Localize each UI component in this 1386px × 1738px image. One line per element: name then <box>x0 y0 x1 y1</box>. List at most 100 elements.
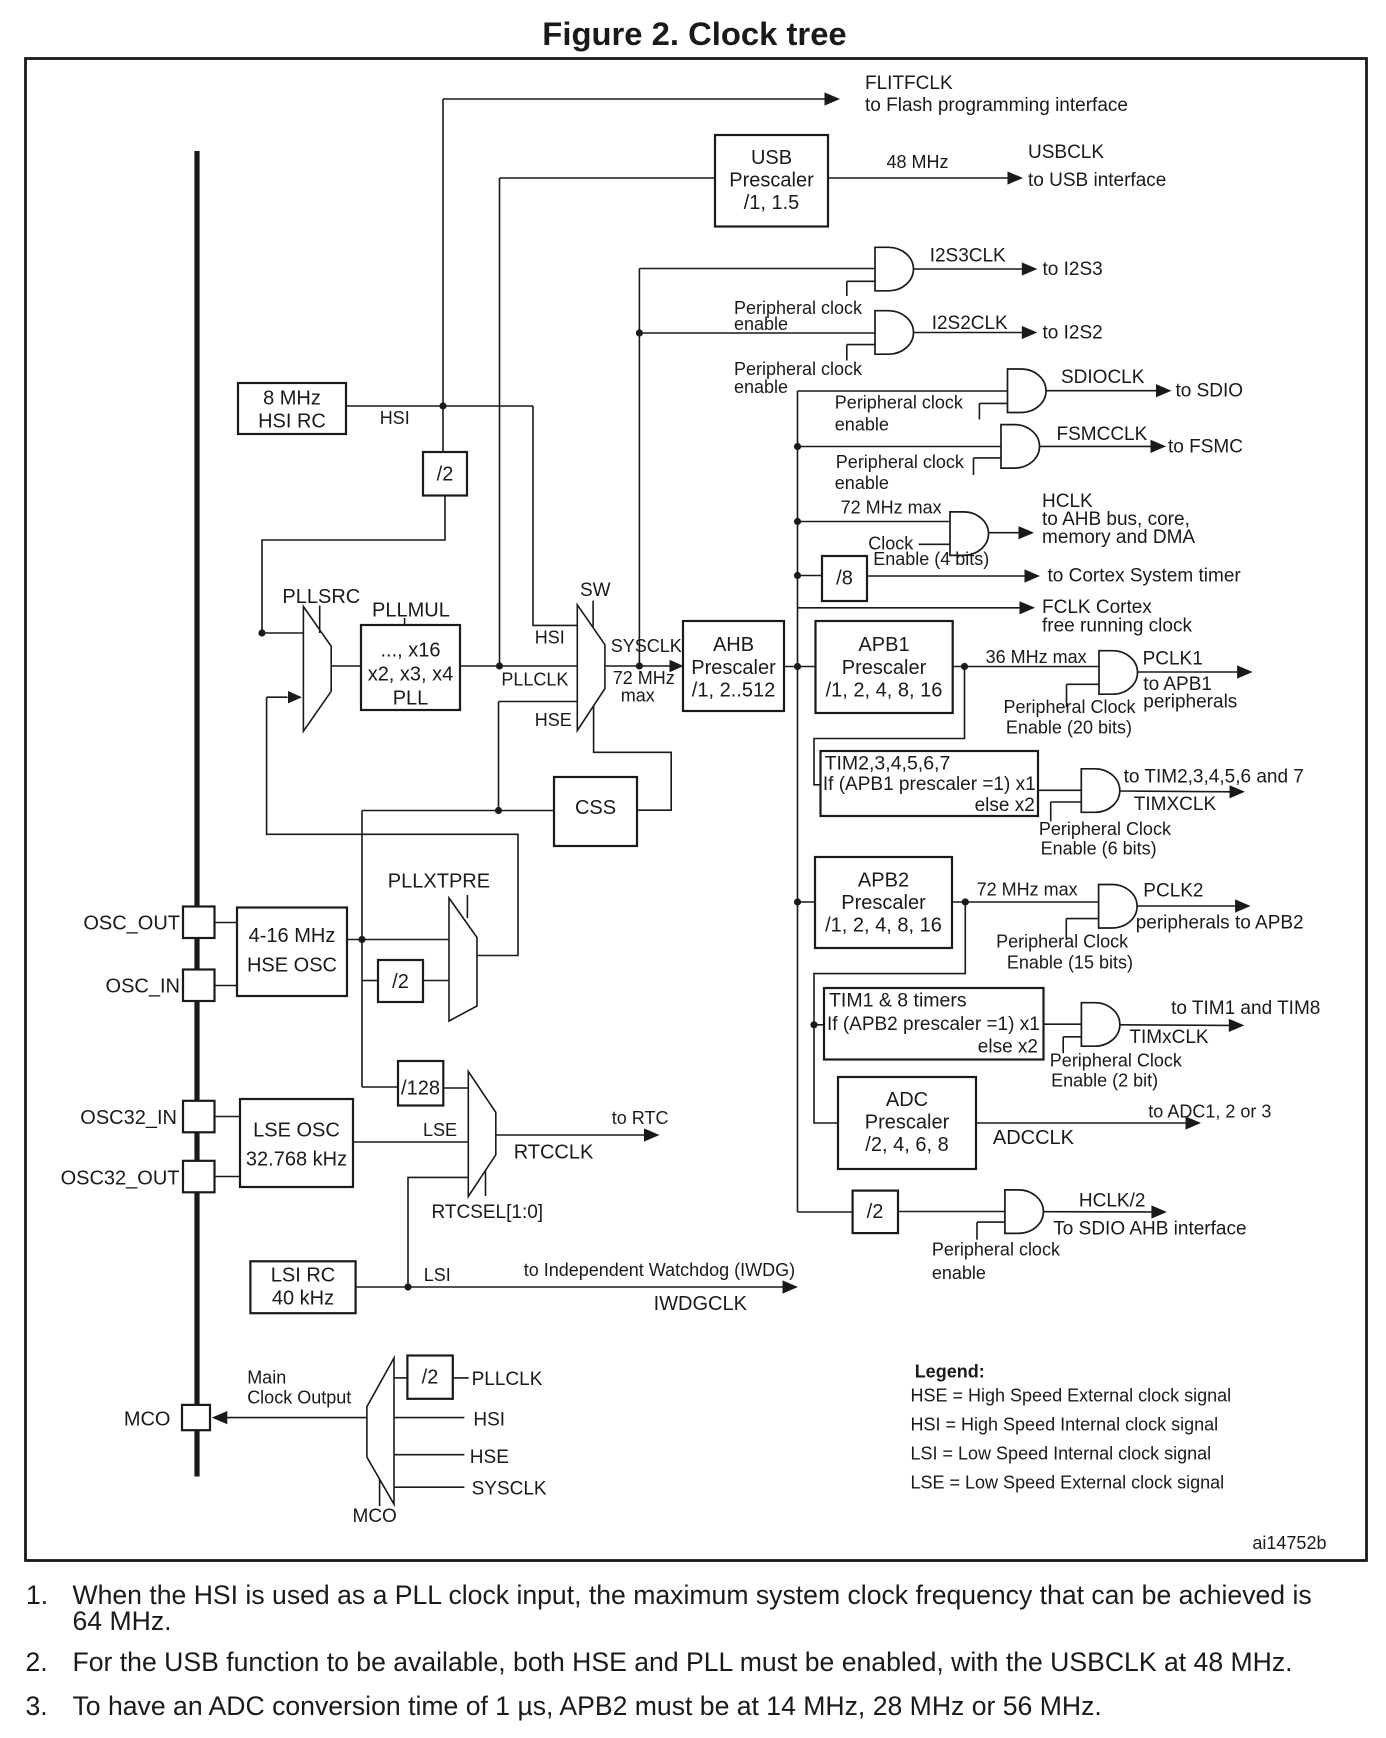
svg-text:peripherals: peripherals <box>1143 692 1237 713</box>
svg-text:Enable (15 bits): Enable (15 bits) <box>1007 953 1133 973</box>
svg-text:HSI RC: HSI RC <box>258 411 326 433</box>
svg-text:ADCCLK: ADCCLK <box>993 1127 1075 1149</box>
svg-text:free running clock: free running clock <box>1042 616 1192 637</box>
svg-text:to I2S3: to I2S3 <box>1043 259 1103 280</box>
svg-text:PLLSRC: PLLSRC <box>282 586 360 608</box>
svg-text:else x2: else x2 <box>978 1037 1038 1058</box>
svg-text:RTCSEL[1:0]: RTCSEL[1:0] <box>432 1202 544 1223</box>
svg-text:to Independent Watchdog (IWDG): to Independent Watchdog (IWDG) <box>524 1260 795 1280</box>
svg-text:LSI: LSI <box>424 1265 451 1285</box>
svg-text:FLITFCLK: FLITFCLK <box>865 73 953 94</box>
svg-text:/2, 4, 6, 8: /2, 4, 6, 8 <box>865 1134 948 1156</box>
svg-text:enable: enable <box>932 1263 986 1283</box>
svg-text:Main: Main <box>247 1368 286 1388</box>
svg-text:SYSCLK: SYSCLK <box>611 636 682 656</box>
svg-text:Peripheral clock: Peripheral clock <box>836 452 965 472</box>
svg-text:Peripheral Clock: Peripheral Clock <box>1050 1051 1183 1071</box>
svg-text:48 MHz: 48 MHz <box>887 152 949 172</box>
svg-text:Peripheral clock: Peripheral clock <box>835 393 964 413</box>
svg-text:Prescaler: Prescaler <box>841 892 926 914</box>
svg-text:CSS: CSS <box>575 797 616 819</box>
svg-text:3.: 3. <box>26 1691 48 1721</box>
svg-text:/2: /2 <box>392 971 409 993</box>
svg-text:APB2: APB2 <box>858 870 909 892</box>
svg-text:to RTC: to RTC <box>612 1108 669 1128</box>
svg-text:SDIOCLK: SDIOCLK <box>1061 367 1145 388</box>
svg-text:HSE = High Speed External cloc: HSE = High Speed External clock signal <box>911 1386 1232 1406</box>
svg-text:to ADC1, 2 or 3: to ADC1, 2 or 3 <box>1148 1102 1271 1122</box>
svg-text:40 kHz: 40 kHz <box>272 1288 334 1310</box>
svg-text:MCO: MCO <box>124 1409 171 1431</box>
svg-text:AHB: AHB <box>713 634 754 656</box>
svg-text:enable: enable <box>734 377 788 397</box>
svg-text:/2: /2 <box>437 464 454 486</box>
svg-text:Enable (2 bit): Enable (2 bit) <box>1051 1071 1158 1091</box>
svg-text:APB1: APB1 <box>858 634 909 656</box>
svg-text:Prescaler: Prescaler <box>691 657 776 679</box>
svg-text:enable: enable <box>734 314 788 334</box>
svg-text:/2: /2 <box>422 1367 439 1389</box>
svg-text:Peripheral Clock: Peripheral Clock <box>1039 819 1172 839</box>
svg-text:Legend:: Legend: <box>915 1362 985 1382</box>
svg-text:/1, 2, 4, 8, 16: /1, 2, 4, 8, 16 <box>826 680 943 702</box>
svg-text:HCLK: HCLK <box>1042 491 1093 512</box>
svg-text:TIM2,3,4,5,6,7: TIM2,3,4,5,6,7 <box>825 753 951 775</box>
svg-text:72 MHz max: 72 MHz max <box>841 498 942 518</box>
svg-text:Clock: Clock <box>868 534 914 554</box>
svg-text:..., x16: ..., x16 <box>380 640 440 662</box>
svg-text:peripherals to APB2: peripherals to APB2 <box>1136 913 1304 934</box>
svg-text:LSE: LSE <box>423 1120 457 1140</box>
svg-text:to AHB bus, core,: to AHB bus, core, <box>1042 509 1190 530</box>
svg-text:HSE OSC: HSE OSC <box>247 955 337 977</box>
svg-text:to I2S2: to I2S2 <box>1043 323 1103 344</box>
svg-text:PLL: PLL <box>393 688 429 710</box>
svg-text:x2, x3, x4: x2, x3, x4 <box>368 664 454 686</box>
svg-text:32.768 kHz: 32.768 kHz <box>246 1149 347 1171</box>
svg-text:72 MHz max: 72 MHz max <box>977 880 1078 900</box>
svg-text:Prescaler: Prescaler <box>729 170 814 192</box>
svg-text:HSI = High Speed Internal cloc: HSI = High Speed Internal clock signal <box>911 1415 1219 1435</box>
svg-text:HSE: HSE <box>535 710 572 730</box>
svg-text:HSI: HSI <box>380 408 410 428</box>
svg-text:LSI RC: LSI RC <box>271 1265 335 1287</box>
svg-text:SYSCLK: SYSCLK <box>472 1479 547 1500</box>
svg-text:HSI: HSI <box>473 1410 505 1431</box>
svg-text:to SDIO: to SDIO <box>1176 381 1244 402</box>
svg-text:I2S3CLK: I2S3CLK <box>930 246 1006 267</box>
svg-text:SW: SW <box>580 580 611 601</box>
svg-text:Peripheral clock: Peripheral clock <box>932 1240 1061 1260</box>
svg-text:/128: /128 <box>401 1078 440 1100</box>
svg-text:64 MHz.: 64 MHz. <box>73 1606 172 1636</box>
svg-text:2.: 2. <box>26 1647 48 1677</box>
svg-text:USBCLK: USBCLK <box>1028 142 1104 163</box>
svg-text:I2S2CLK: I2S2CLK <box>932 313 1008 334</box>
svg-text:OSC_OUT: OSC_OUT <box>83 913 180 935</box>
svg-text:to TIM1 and TIM8: to TIM1 and TIM8 <box>1171 998 1320 1019</box>
svg-text:/1, 2, 4, 8, 16: /1, 2, 4, 8, 16 <box>825 915 942 937</box>
svg-text:TIM1 & 8 timers: TIM1 & 8 timers <box>829 990 967 1012</box>
svg-text:For the USB function to be ava: For the USB function to be available, bo… <box>73 1647 1293 1677</box>
svg-text:to FSMC: to FSMC <box>1168 437 1243 458</box>
svg-text:If (APB2 prescaler =1) x1: If (APB2 prescaler =1) x1 <box>827 1014 1040 1035</box>
svg-text:Figure 2. Clock tree: Figure 2. Clock tree <box>542 15 846 52</box>
svg-text:8 MHz: 8 MHz <box>263 388 321 410</box>
svg-text:When the HSI is used as a PLL: When the HSI is used as a PLL clock inpu… <box>73 1580 1312 1610</box>
svg-text:TIMxCLK: TIMxCLK <box>1129 1027 1209 1048</box>
svg-text:Prescaler: Prescaler <box>842 657 927 679</box>
svg-text:Peripheral clock: Peripheral clock <box>734 298 863 318</box>
svg-text:Clock Output: Clock Output <box>247 1388 351 1408</box>
svg-text:/2: /2 <box>867 1201 884 1223</box>
svg-text:Enable (20 bits): Enable (20 bits) <box>1006 718 1132 738</box>
svg-text:To have an ADC conversion time: To have an ADC conversion time of 1 µs, … <box>73 1691 1102 1721</box>
svg-text:Peripheral clock: Peripheral clock <box>734 359 863 379</box>
svg-text:PLLXTPRE: PLLXTPRE <box>388 871 490 893</box>
svg-text:PCLK2: PCLK2 <box>1143 881 1203 902</box>
svg-text:PLLCLK: PLLCLK <box>472 1369 543 1390</box>
svg-text:/1, 1.5: /1, 1.5 <box>744 192 800 214</box>
svg-text:to TIM2,3,4,5,6 and 7: to TIM2,3,4,5,6 and 7 <box>1124 767 1304 788</box>
svg-text:to APB1: to APB1 <box>1143 674 1212 695</box>
svg-text:enable: enable <box>835 473 889 493</box>
svg-text:Prescaler: Prescaler <box>865 1112 950 1134</box>
svg-text:FSMCCLK: FSMCCLK <box>1057 424 1148 445</box>
svg-text:RTCCLK: RTCCLK <box>514 1142 594 1164</box>
